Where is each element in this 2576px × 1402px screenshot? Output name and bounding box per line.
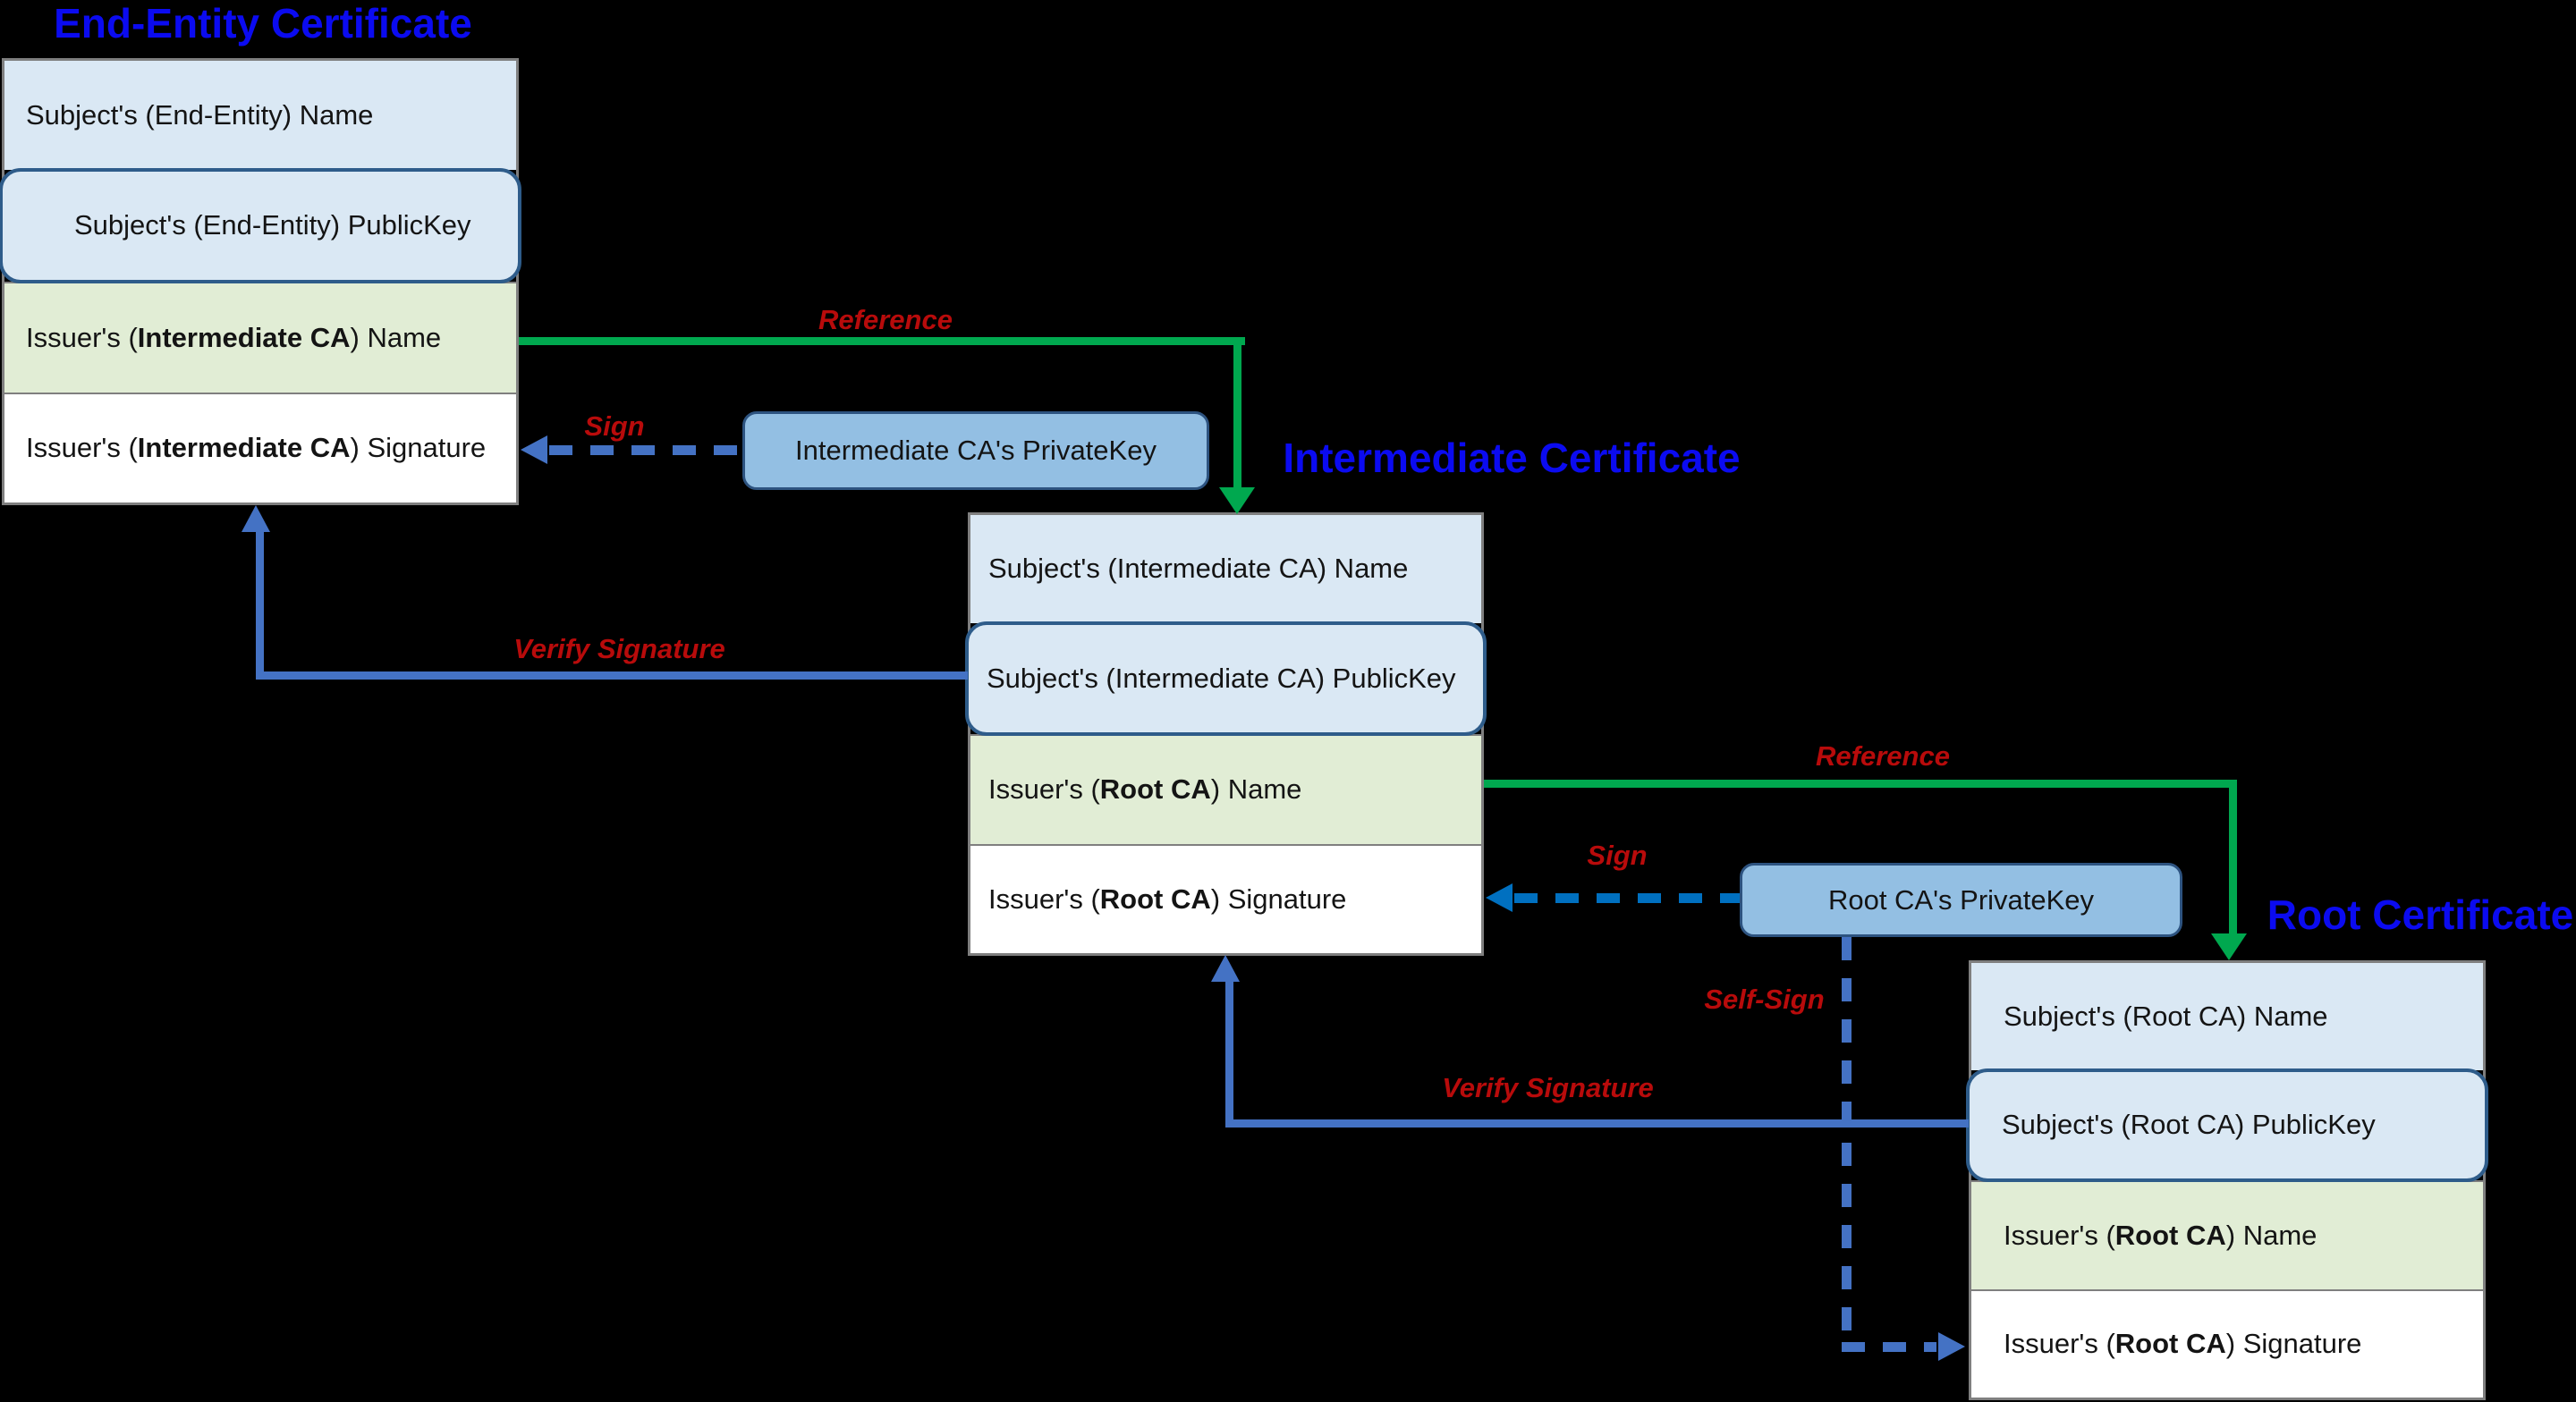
verify-signature-arrow-1-head [242, 505, 270, 532]
root-ca-privatekey-box: Root CA's PrivateKey [1740, 863, 2182, 937]
row-text: ) Name [350, 321, 442, 353]
root-row-issuer-signature: Issuer's (Root CA) Signature [1971, 1288, 2483, 1398]
verify-signature-arrow-2-head [1211, 955, 1240, 982]
reference-arrow-1-head [1219, 487, 1255, 514]
row-text: Issuer's ( [2004, 1219, 2115, 1251]
row-text: Issuer's ( [2004, 1328, 2115, 1360]
row-text: ) Name [2225, 1219, 2318, 1251]
root-row-subject-name: Subject's (Root CA) Name [1971, 963, 2483, 1070]
self-sign-arrow-horizontal-dashes [1842, 1342, 1936, 1352]
reference-arrow-2-vertical [2229, 780, 2237, 935]
reference-arrow-1-horizontal [519, 337, 1245, 345]
sign-label-2: Sign [1587, 840, 1648, 871]
verify-signature-arrow-2-vertical [1225, 982, 1233, 1128]
row-text: ) Signature [2225, 1328, 2362, 1360]
root-row-issuer-name: Issuer's (Root CA) Name [1971, 1180, 2483, 1289]
int-row-issuer-name: Issuer's (Root CA) Name [970, 734, 1481, 844]
ee-row-issuer-signature: Issuer's (Intermediate CA) Signature [4, 392, 516, 503]
int-row-subject-name: Subject's (Intermediate CA) Name [970, 515, 1481, 623]
row-text: Issuer's ( [26, 432, 138, 464]
root-certificate-box: Subject's (Root CA) Name Subject's (Root… [1966, 960, 2488, 1400]
ee-row-subject-name: Subject's (End-Entity) Name [4, 61, 516, 170]
reference-label-2: Reference [1816, 740, 1950, 772]
verify-signature-label-2: Verify Signature [1442, 1072, 1654, 1103]
reference-label-1: Reference [818, 304, 953, 335]
self-sign-label: Self-Sign [1704, 984, 1825, 1015]
root-certificate-title: Root Certificate [2267, 891, 2574, 938]
row-text: Subject's (Root CA) Name [2004, 1000, 2328, 1032]
row-text-bold: Root CA [2114, 1328, 2226, 1360]
root-row-subject-publickey: Subject's (Root CA) PublicKey [1966, 1068, 2488, 1182]
sign-arrow-1-head [521, 435, 547, 464]
intermediate-certificate-box: Subject's (Intermediate CA) Name Subject… [965, 512, 1487, 956]
sign-arrow-2-head [1486, 883, 1513, 912]
row-text: Issuer's ( [988, 773, 1100, 806]
verify-signature-arrow-1-vertical [256, 531, 264, 680]
sign-label-1: Sign [584, 410, 645, 442]
row-text: Issuer's ( [988, 883, 1100, 915]
row-text: Issuer's ( [26, 321, 138, 353]
row-text: ) Name [1210, 773, 1302, 806]
verify-signature-label-1: Verify Signature [513, 633, 725, 664]
sign-arrow-2-dashes [1514, 893, 1740, 903]
verify-signature-arrow-1-horizontal [259, 671, 968, 680]
sign-arrow-1-dashes [549, 445, 742, 455]
ee-row-subject-publickey: Subject's (End-Entity) PublicKey [0, 167, 521, 283]
self-sign-arrow-head [1938, 1332, 1965, 1361]
row-text-bold: Intermediate CA [137, 432, 351, 464]
row-text: ) Signature [1210, 883, 1347, 915]
reference-arrow-2-head [2211, 933, 2247, 960]
row-text-bold: Root CA [1099, 883, 1211, 915]
row-text-bold: Root CA [1099, 773, 1211, 806]
verify-signature-arrow-2-horizontal [1229, 1119, 1969, 1128]
self-sign-arrow-vertical-dashes [1842, 937, 1852, 1343]
reference-arrow-1-vertical [1233, 337, 1241, 489]
row-text: Subject's (Intermediate CA) PublicKey [987, 662, 1456, 694]
ee-row-issuer-name: Issuer's (Intermediate CA) Name [4, 282, 516, 393]
row-text-bold: Intermediate CA [137, 321, 351, 353]
row-text: Subject's (End-Entity) PublicKey [74, 209, 471, 241]
end-entity-certificate-box: Subject's (End-Entity) Name Subject's (E… [0, 58, 521, 505]
row-text: Subject's (Intermediate CA) Name [988, 553, 1409, 585]
int-row-issuer-signature: Issuer's (Root CA) Signature [970, 843, 1481, 953]
row-text: ) Signature [350, 432, 487, 464]
row-text-bold: Root CA [2114, 1219, 2226, 1251]
row-text: Subject's (Root CA) PublicKey [2002, 1109, 2376, 1141]
intermediate-ca-privatekey-box: Intermediate CA's PrivateKey [742, 411, 1209, 490]
reference-arrow-2-horizontal [1484, 780, 2237, 788]
row-text: Subject's (End-Entity) Name [26, 98, 374, 131]
intermediate-certificate-title: Intermediate Certificate [1283, 435, 1741, 481]
int-row-subject-publickey: Subject's (Intermediate CA) PublicKey [965, 621, 1487, 736]
end-entity-certificate-title: End-Entity Certificate [54, 0, 472, 46]
